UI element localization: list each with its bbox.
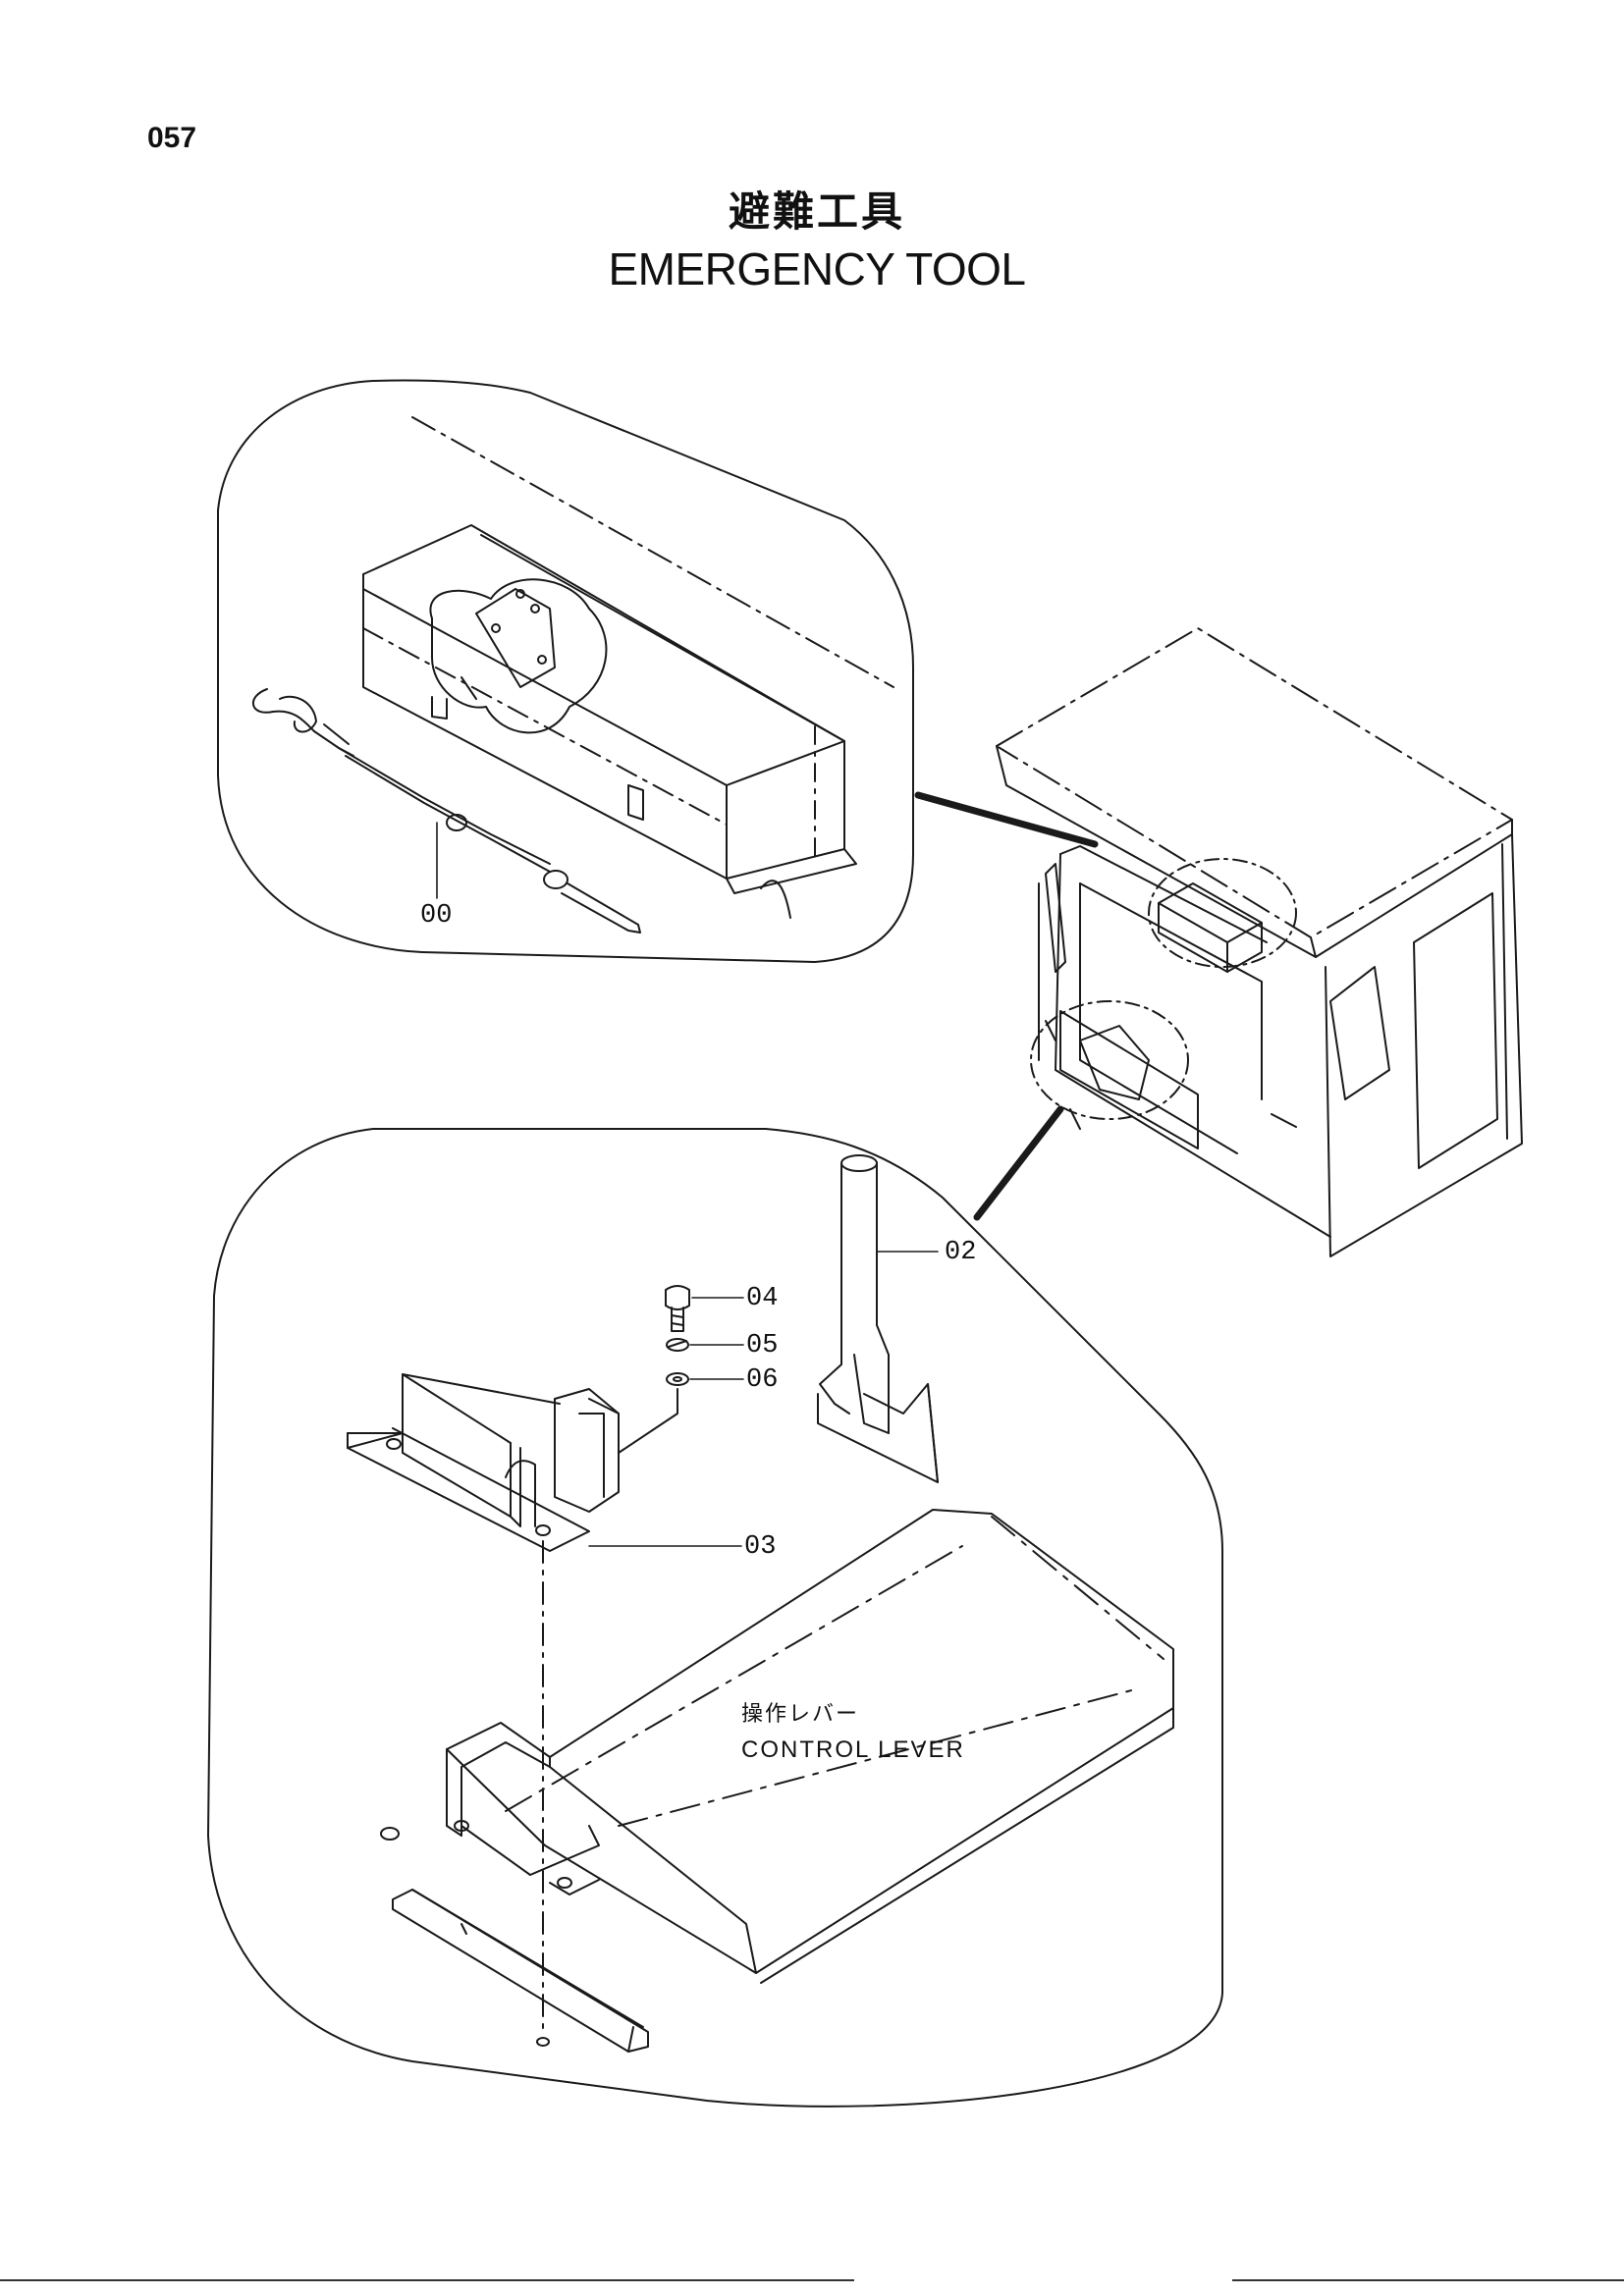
control-lever-console <box>380 1509 1174 2053</box>
bottom-rule-left <box>0 2279 854 2281</box>
leader-connectors <box>914 791 1099 1221</box>
upper-detail-bubble <box>217 379 914 963</box>
bottom-rule-right <box>1232 2279 1624 2281</box>
bolt-and-washers <box>665 1285 690 1386</box>
title-japanese: 避難工具 <box>728 187 905 236</box>
page-title: 避難工具 EMERGENCY TOOL <box>0 179 1624 295</box>
lower-detail-bubble <box>207 1128 1223 2108</box>
callout-03: 03 <box>744 1532 777 1562</box>
callout-02: 02 <box>945 1238 977 1267</box>
fire-extinguisher-box <box>362 416 894 919</box>
callout-leaders <box>436 822 939 1547</box>
callout-06: 06 <box>746 1365 779 1395</box>
page-number: 057 <box>147 122 197 154</box>
control-lever-japanese: 操作レバー <box>741 1702 860 1727</box>
emergency-hammer-cord <box>251 688 641 934</box>
control-lever-english: CONTROL LEVER <box>741 1736 965 1763</box>
title-english: EMERGENCY TOOL <box>608 243 1026 294</box>
hammer-bracket <box>347 1373 678 2047</box>
callout-05: 05 <box>746 1331 779 1361</box>
control-lever-label: 操作レバー CONTROL LEVER <box>741 1697 965 1768</box>
callout-00: 00 <box>420 901 453 931</box>
callout-04: 04 <box>746 1284 779 1313</box>
cab-assembly <box>996 627 1523 1257</box>
lever-handle <box>817 1154 939 1483</box>
